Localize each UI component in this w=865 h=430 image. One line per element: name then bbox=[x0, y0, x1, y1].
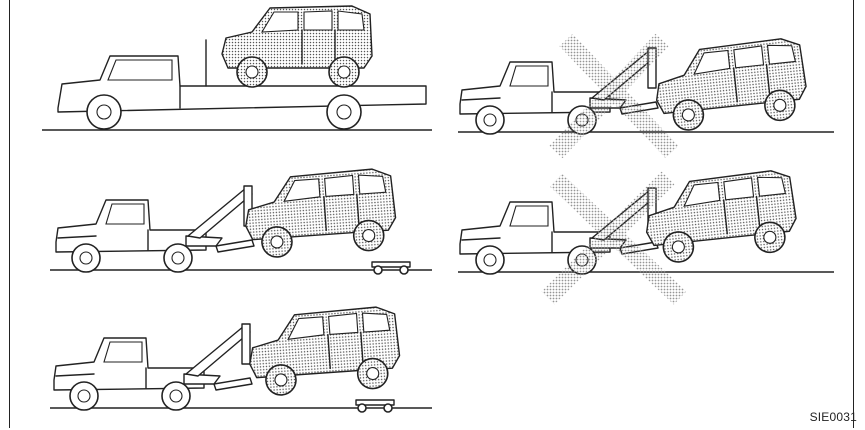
panel-wheel-lift-front-wheels-down bbox=[458, 37, 834, 152]
panel-wheel-lift-with-dollies-2 bbox=[50, 306, 432, 412]
panel-wheel-lift-with-dollies bbox=[50, 168, 432, 274]
panel-sling-tow bbox=[458, 169, 834, 298]
panel-flatbed-carrier bbox=[42, 6, 432, 130]
figure-code: SIE0031 bbox=[810, 410, 857, 424]
